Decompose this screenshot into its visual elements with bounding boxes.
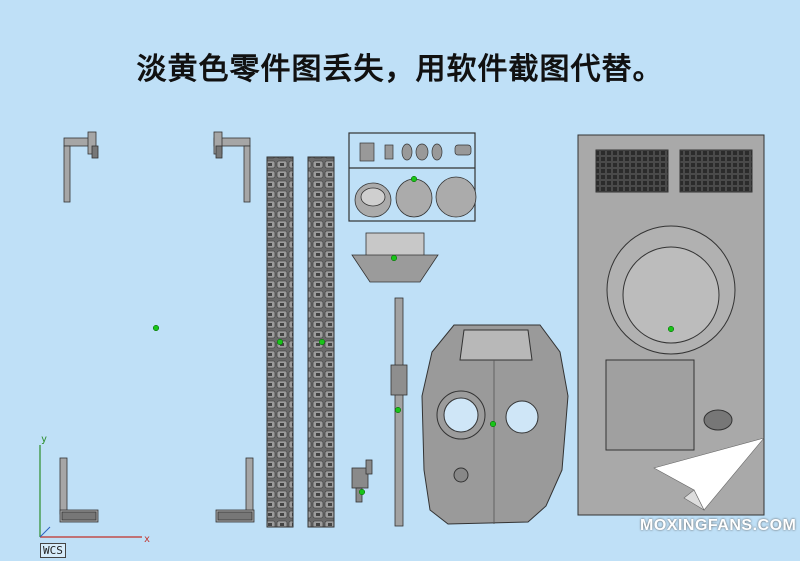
wcs-label: WCS — [40, 543, 66, 558]
mantlet-part[interactable] — [351, 232, 439, 283]
bracket-part-bottom-left[interactable] — [59, 457, 99, 523]
jack-part[interactable] — [351, 459, 373, 503]
axis-x-label: x — [144, 534, 151, 545]
watermark-text: MOXINGFANS.COM — [640, 517, 797, 534]
bracket-part-top-right[interactable] — [213, 131, 251, 203]
axis-y-label: y — [41, 434, 48, 445]
paper-plane-logo — [653, 437, 765, 511]
center-markers — [152, 175, 675, 496]
sprue-frame[interactable] — [348, 132, 477, 222]
caption-text: 淡黄色零件图丢失，用软件截图代替。 — [136, 52, 664, 87]
bracket-part-bottom-right[interactable] — [215, 457, 255, 523]
bracket-part-top-left[interactable] — [63, 131, 99, 203]
axis-triad — [39, 445, 142, 538]
track-run-left[interactable] — [266, 156, 294, 528]
